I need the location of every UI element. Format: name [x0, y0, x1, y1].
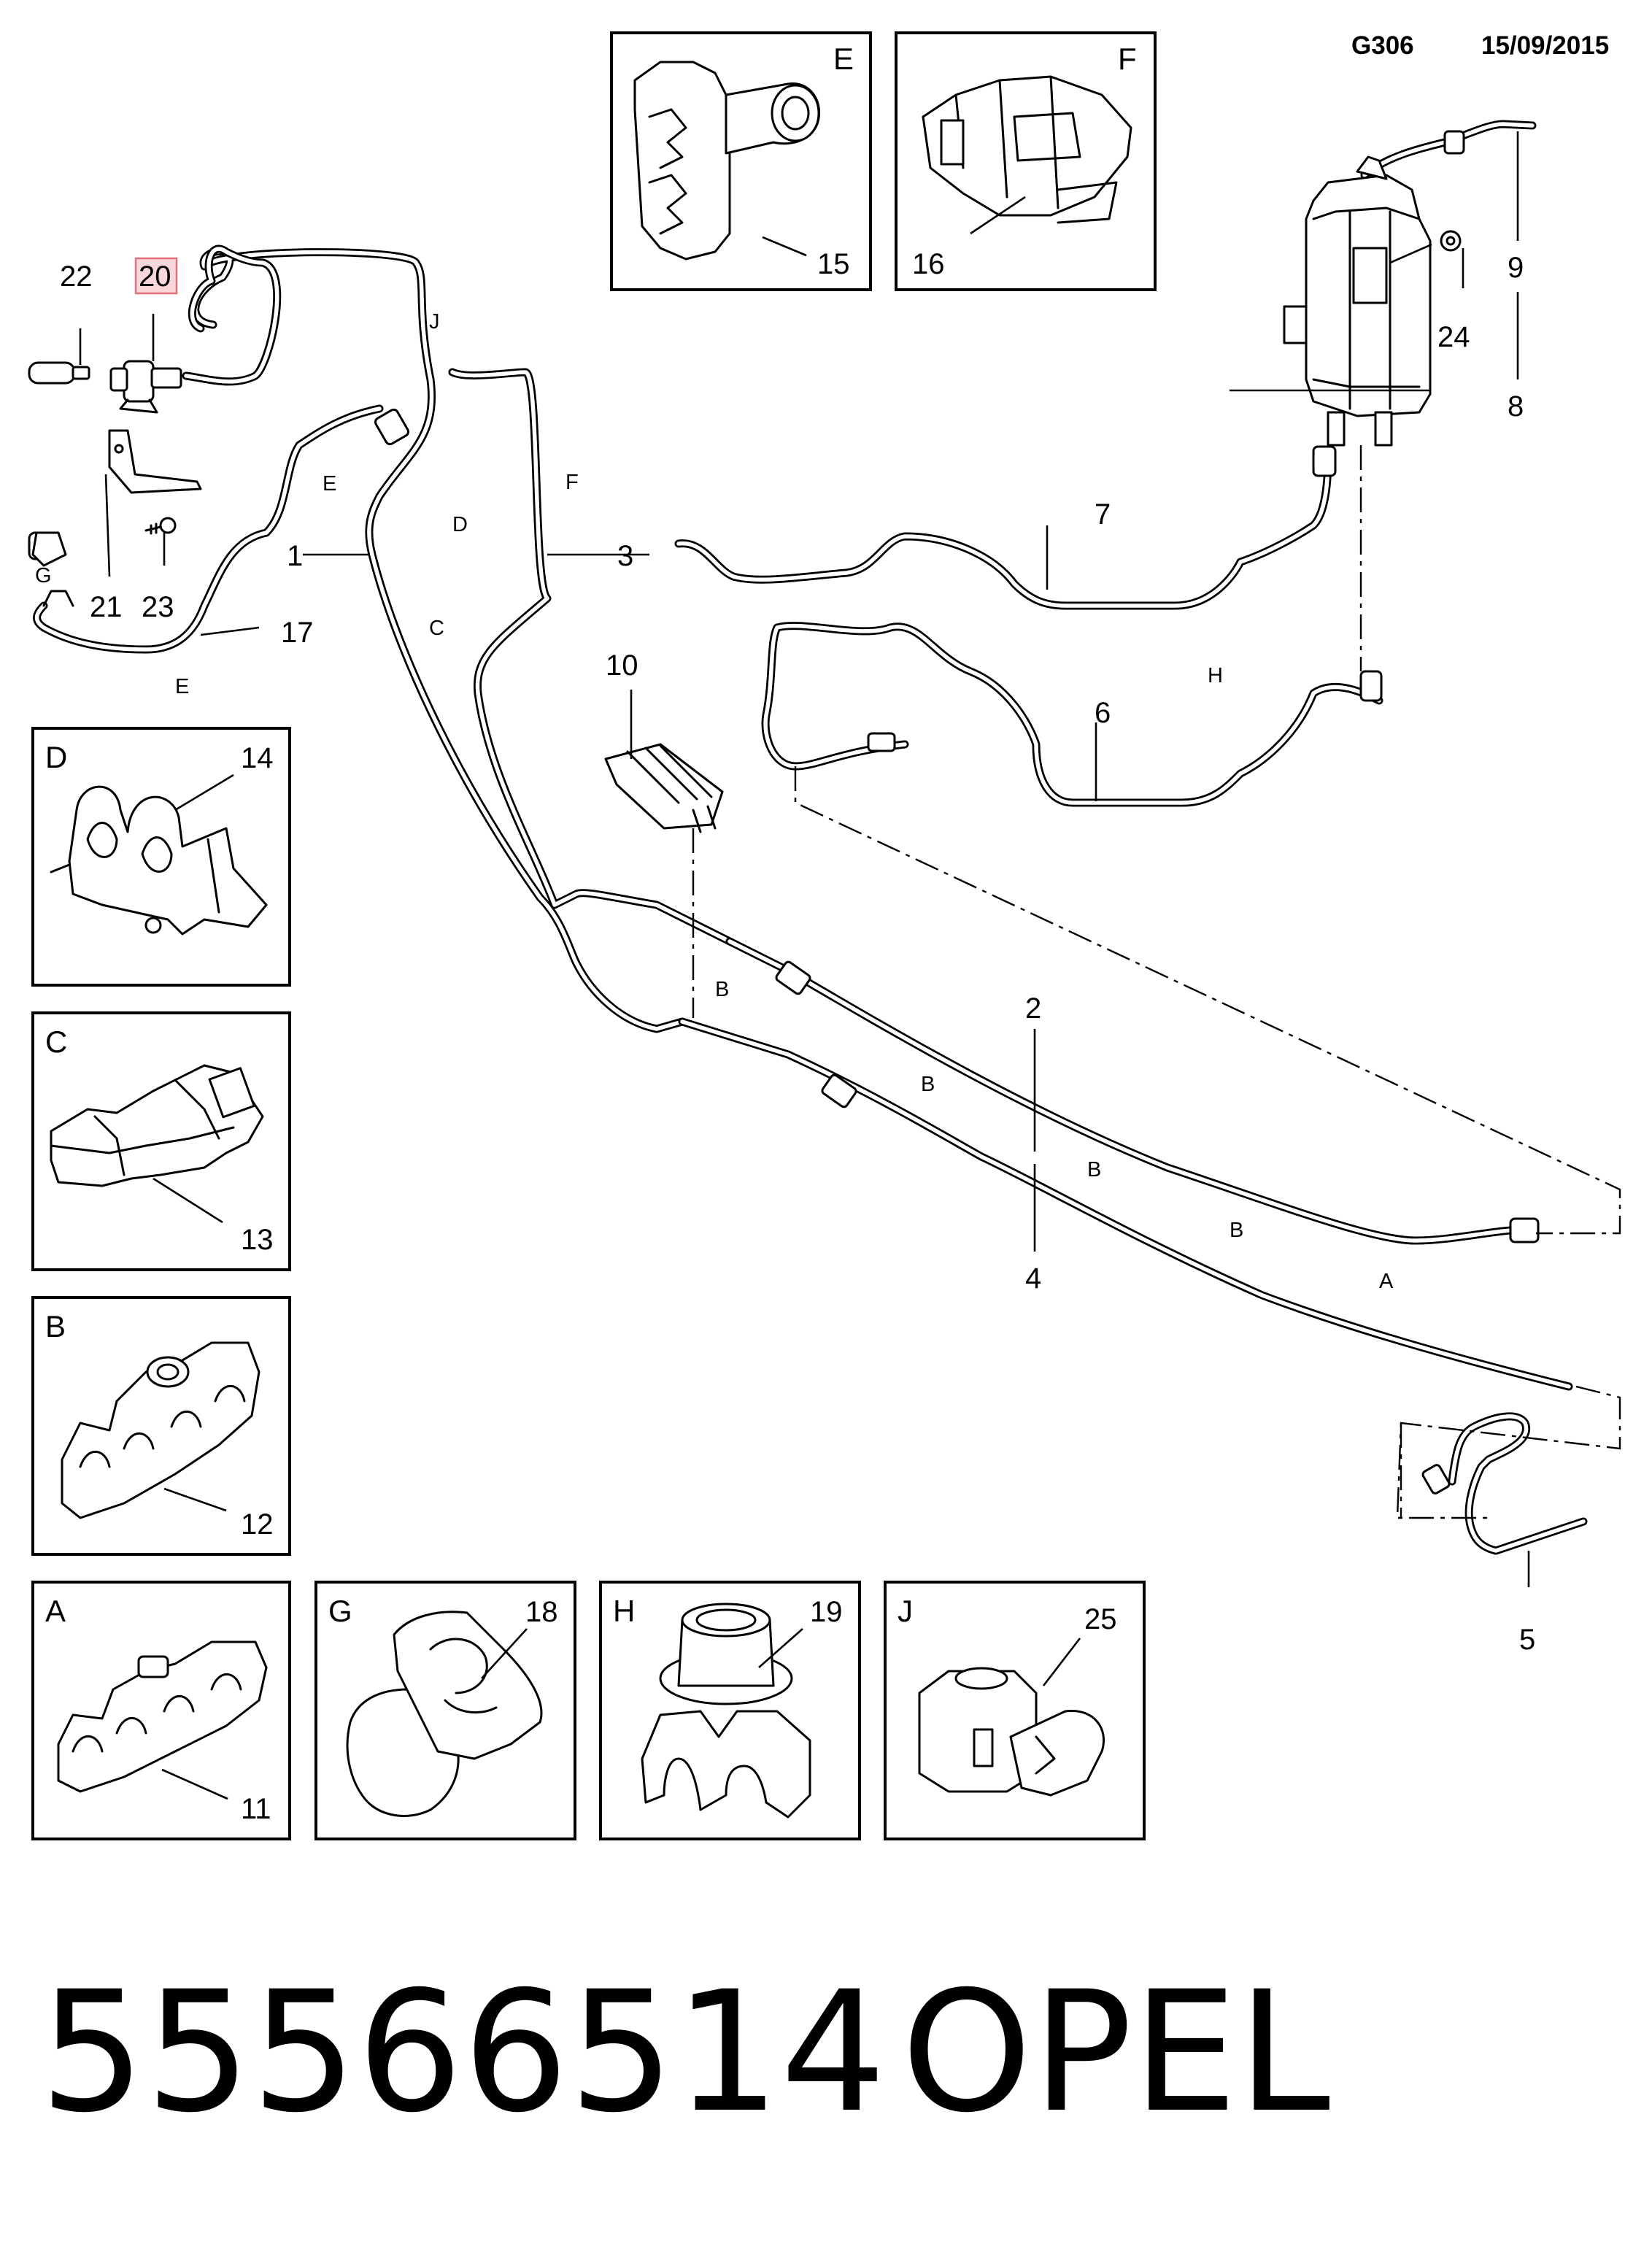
clip-15: [633, 61, 821, 261]
route-letter-h: H: [1208, 664, 1223, 687]
route-letter-b: B: [1087, 1158, 1101, 1181]
route-letter-e: E: [175, 675, 189, 698]
route-letter-a: A: [1379, 1270, 1394, 1293]
detail-box-part-number: 18: [525, 1596, 558, 1628]
detail-box-part-number: 25: [1084, 1603, 1117, 1635]
detail-box-b: B 12: [31, 1296, 291, 1556]
detail-box-part-number: 14: [241, 742, 274, 774]
route-letter-b: B: [1230, 1219, 1243, 1242]
detail-box-letter: J: [898, 1594, 913, 1628]
callout-2[interactable]: 2: [1025, 992, 1041, 1025]
clip-12: [61, 1341, 260, 1519]
clip-25: [918, 1667, 1105, 1797]
clip-11: [57, 1640, 268, 1793]
callout-24[interactable]: 24: [1437, 321, 1470, 353]
bracket-21: [108, 429, 202, 494]
detail-box-letter: G: [328, 1594, 352, 1628]
diagram-date: 15/09/2015: [1481, 31, 1609, 60]
route-letter-e: E: [323, 472, 336, 495]
connector-g: [31, 531, 74, 607]
callout-22[interactable]: 22: [60, 261, 93, 293]
valve-20: [109, 360, 182, 414]
detail-box-letter: A: [45, 1594, 66, 1628]
detail-box-part-number: 15: [817, 248, 850, 280]
detail-box-part-number: 16: [912, 248, 945, 280]
callout-1[interactable]: 1: [287, 540, 303, 572]
pipe-5: [1448, 1412, 1588, 1555]
pipe-6: [761, 622, 1383, 807]
clip-16: [922, 75, 1132, 224]
detail-box-e: E 15: [610, 31, 872, 291]
callout-3[interactable]: 3: [617, 540, 633, 572]
detail-box-h: H 19: [599, 1581, 861, 1840]
canister-8: [1283, 155, 1432, 447]
detail-box-part-number: 11: [241, 1793, 271, 1825]
route-letter-d: D: [452, 513, 468, 536]
route-letter-f: F: [566, 471, 579, 494]
pipe-4: [678, 1017, 1573, 1391]
callout-23[interactable]: 23: [142, 591, 174, 623]
callout-highlight: [134, 257, 178, 295]
detail-box-f: F 16: [895, 31, 1157, 291]
callout-4[interactable]: 4: [1025, 1262, 1041, 1295]
route-letter-b: B: [921, 1073, 935, 1096]
clip-19: [641, 1603, 811, 1819]
detail-box-c: C 13: [31, 1011, 291, 1271]
detail-box-letter: D: [45, 740, 67, 774]
detail-box-letter: F: [1118, 42, 1137, 76]
leader-lines: [79, 131, 1530, 1587]
clip-18: [346, 1611, 543, 1817]
part-24: [1440, 230, 1462, 252]
pipe-2: [725, 937, 1529, 1245]
detail-box-a: A 11: [31, 1581, 291, 1840]
pipe-3: [448, 368, 734, 946]
part-22: [28, 361, 90, 385]
pipe-17: [33, 404, 384, 654]
detail-box-letter: B: [45, 1309, 66, 1343]
routing-lines: [692, 445, 1621, 1519]
route-letter-c: C: [429, 617, 444, 640]
callout-6[interactable]: 6: [1095, 697, 1111, 729]
route-letter-g: G: [35, 564, 52, 587]
detail-box-d: D 14: [31, 727, 291, 987]
callout-17[interactable]: 17: [281, 617, 314, 649]
callout-5[interactable]: 5: [1519, 1624, 1535, 1656]
detail-box-letter: C: [45, 1025, 67, 1059]
screw-23: [144, 517, 177, 535]
clip-13: [50, 1064, 264, 1187]
callout-21[interactable]: 21: [90, 591, 123, 623]
callout-9[interactable]: 9: [1508, 252, 1524, 284]
callout-10[interactable]: 10: [606, 649, 638, 682]
callout-8[interactable]: 8: [1508, 390, 1524, 423]
route-letter-b: B: [715, 978, 729, 1001]
clip-14: [50, 785, 268, 936]
route-letter-j: J: [429, 310, 440, 333]
pipe-7: [674, 452, 1332, 610]
brand-name: OPEL: [901, 1955, 1331, 2149]
detail-box-letter: E: [833, 42, 854, 76]
detail-box-j: J 25: [884, 1581, 1146, 1840]
part-number: 55566514: [39, 1955, 887, 2149]
detail-box-part-number: 19: [810, 1596, 843, 1628]
detail-box-part-number: 12: [241, 1508, 274, 1540]
detail-box-part-number: 13: [241, 1224, 274, 1256]
detail-box-letter: H: [613, 1594, 635, 1628]
callout-7[interactable]: 7: [1095, 498, 1111, 531]
clip-10: [604, 743, 724, 833]
diagram-code: G306: [1351, 31, 1414, 60]
detail-box-g: G 18: [314, 1581, 576, 1840]
pipe-20-hose: [182, 244, 282, 386]
callout-20[interactable]: 20: [139, 261, 171, 293]
